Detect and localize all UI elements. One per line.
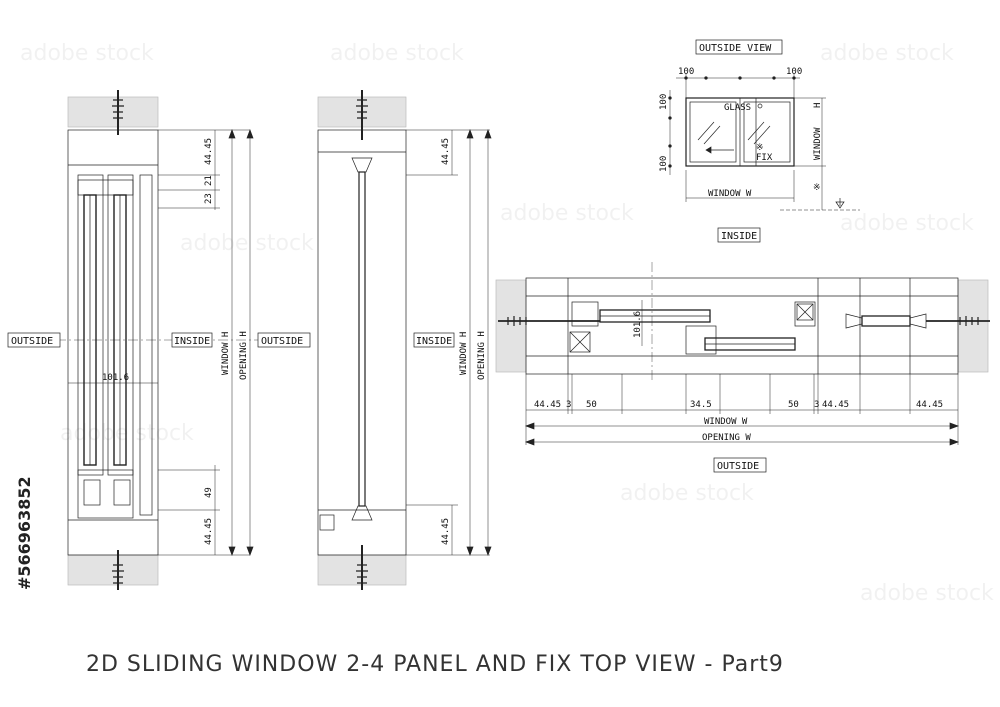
svg-text:100: 100 bbox=[659, 156, 669, 172]
svg-text:21: 21 bbox=[204, 175, 214, 186]
drawing-title: 2D SLIDING WINDOW 2-4 PANEL AND FIX TOP … bbox=[86, 652, 784, 677]
svg-text:adobe stock: adobe stock bbox=[620, 481, 754, 506]
svg-text:H: H bbox=[813, 103, 823, 108]
stock-id: #566963852 bbox=[15, 476, 34, 590]
svg-text:100: 100 bbox=[786, 67, 802, 77]
svg-text:44.45: 44.45 bbox=[204, 518, 214, 545]
svg-text:44.45: 44.45 bbox=[822, 400, 849, 410]
left-inside-tag: INSIDE bbox=[171, 332, 213, 348]
watermark-layer: adobe stock adobe stock adobe stock adob… bbox=[20, 41, 994, 606]
svg-text:OUTSIDE: OUTSIDE bbox=[261, 336, 303, 347]
svg-text:100: 100 bbox=[659, 94, 669, 110]
svg-text:3: 3 bbox=[566, 400, 571, 410]
svg-text:23: 23 bbox=[204, 193, 214, 204]
svg-text:50: 50 bbox=[586, 400, 597, 410]
svg-text:3: 3 bbox=[814, 400, 819, 410]
svg-text:FIX: FIX bbox=[756, 153, 773, 163]
svg-text:OPENING H: OPENING H bbox=[477, 331, 487, 380]
middle-inside-tag: INSIDE bbox=[413, 332, 455, 348]
outside-view-elevation bbox=[668, 74, 860, 211]
middle-vertical-section bbox=[317, 90, 492, 590]
svg-text:OPENING H: OPENING H bbox=[239, 331, 249, 380]
svg-text:101.6: 101.6 bbox=[633, 311, 643, 338]
svg-text:INSIDE: INSIDE bbox=[174, 336, 210, 347]
svg-text:WINDOW H: WINDOW H bbox=[459, 332, 469, 375]
svg-text:OUTSIDE: OUTSIDE bbox=[717, 461, 759, 472]
svg-text:101.6: 101.6 bbox=[102, 373, 129, 383]
svg-text:INSIDE: INSIDE bbox=[416, 336, 452, 347]
svg-text:44.45: 44.45 bbox=[441, 518, 451, 545]
svg-text:44.45: 44.45 bbox=[441, 138, 451, 165]
svg-text:OUTSIDE: OUTSIDE bbox=[11, 336, 53, 347]
outside-view-tag: OUTSIDE VIEW bbox=[695, 39, 783, 55]
svg-text:INSIDE: INSIDE bbox=[721, 231, 757, 242]
svg-text:100: 100 bbox=[678, 67, 694, 77]
top-view-plan bbox=[495, 262, 990, 446]
svg-text:44.45: 44.45 bbox=[204, 138, 214, 165]
svg-text:WINDOW: WINDOW bbox=[813, 127, 823, 160]
svg-text:OUTSIDE VIEW: OUTSIDE VIEW bbox=[699, 43, 772, 54]
svg-text:adobe stock: adobe stock bbox=[180, 231, 314, 256]
svg-text:※: ※ bbox=[813, 183, 821, 193]
svg-text:44.45: 44.45 bbox=[916, 400, 943, 410]
left-outside-tag: OUTSIDE bbox=[7, 332, 61, 348]
svg-text:OPENING W: OPENING W bbox=[702, 433, 751, 443]
svg-text:WINDOW W: WINDOW W bbox=[704, 417, 748, 427]
svg-text:GLASS: GLASS bbox=[724, 103, 751, 113]
left-section-dimensions: 44.45 21 23 49 44.45 101.6 WINDOW H OPEN… bbox=[102, 138, 249, 545]
svg-text:44.45: 44.45 bbox=[534, 400, 561, 410]
svg-text:※: ※ bbox=[756, 143, 764, 153]
svg-text:adobe stock: adobe stock bbox=[860, 581, 994, 606]
svg-text:adobe stock: adobe stock bbox=[500, 201, 634, 226]
outside-view-dimensions: 100 100 100 100 WINDOW W WINDOW H GLASS … bbox=[659, 67, 823, 199]
svg-text:adobe stock: adobe stock bbox=[820, 41, 954, 66]
svg-text:50: 50 bbox=[788, 400, 799, 410]
svg-text:adobe stock: adobe stock bbox=[60, 421, 194, 446]
svg-text:adobe stock: adobe stock bbox=[20, 41, 154, 66]
svg-text:WINDOW H: WINDOW H bbox=[221, 332, 231, 375]
middle-outside-tag: OUTSIDE bbox=[257, 332, 311, 348]
top-view-outside-tag: OUTSIDE bbox=[713, 457, 767, 473]
svg-text:49: 49 bbox=[204, 487, 214, 498]
left-vertical-section bbox=[20, 90, 260, 590]
outside-view-inside-tag: INSIDE bbox=[717, 227, 761, 243]
svg-text:adobe stock: adobe stock bbox=[840, 211, 974, 236]
top-view-dimensions: 101.6 44.45 3 50 34.5 50 3 44.45 44.45 W… bbox=[534, 311, 943, 443]
svg-text:WINDOW W: WINDOW W bbox=[708, 189, 752, 199]
svg-text:adobe stock: adobe stock bbox=[330, 41, 464, 66]
middle-section-dimensions: 44.45 44.45 WINDOW H OPENING H bbox=[441, 138, 487, 545]
svg-text:34.5: 34.5 bbox=[690, 400, 712, 410]
